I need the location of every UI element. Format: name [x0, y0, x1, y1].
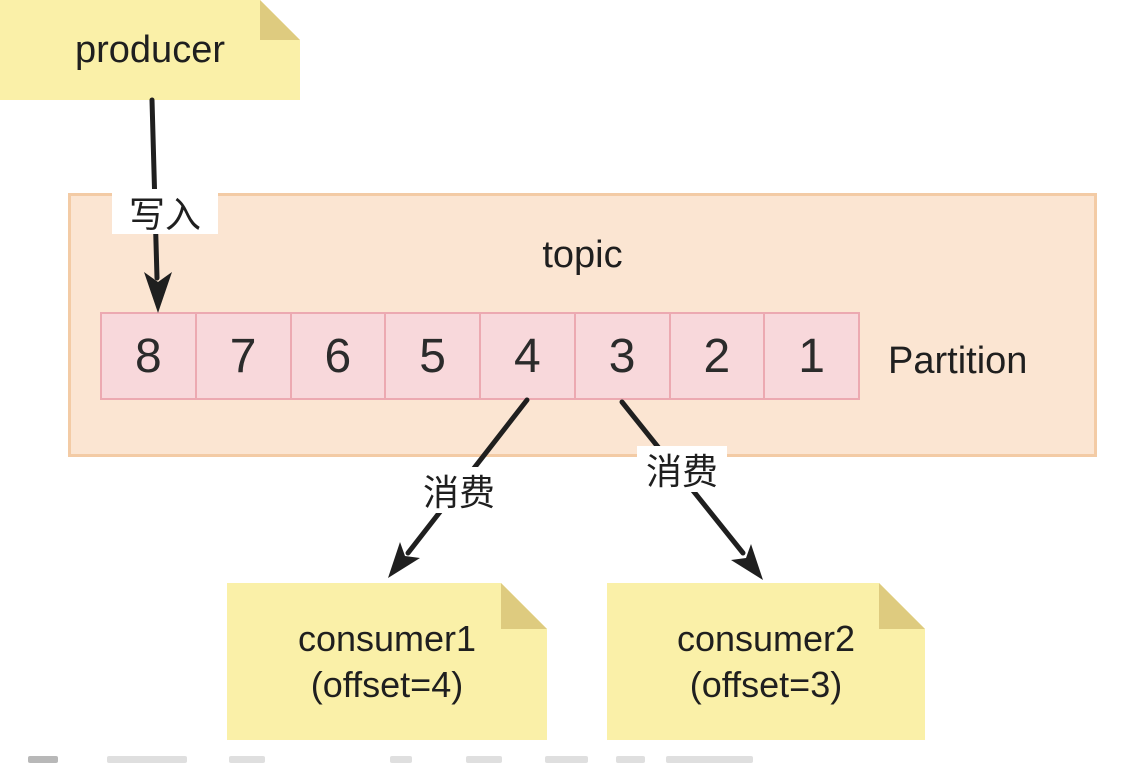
consumer1-name: consumer1: [297, 617, 477, 659]
producer-note: producer: [0, 0, 300, 100]
sticky-note-shape: [607, 583, 925, 740]
sticky-note-shape: [0, 0, 300, 100]
partition-cell: 1: [763, 312, 860, 400]
cutoff-mark: [466, 756, 502, 763]
producer-label: producer: [75, 29, 225, 71]
cutoff-mark: [616, 756, 645, 763]
cutoff-mark: [107, 756, 187, 763]
partition-cell: 7: [194, 312, 292, 400]
partition-cell: 4: [479, 312, 576, 400]
cutoff-mark: [390, 756, 412, 763]
cutoff-mark: [229, 756, 265, 763]
folded-corner-icon: [879, 583, 925, 629]
partition-cell: 8: [100, 312, 197, 400]
folded-corner-icon: [501, 583, 547, 629]
partition-cell: 2: [668, 312, 766, 400]
consume-arrow-left-label: 消费: [414, 467, 504, 513]
partition-cell: 6: [289, 312, 387, 400]
consumer2-note: consumer2 (offset=3): [607, 583, 925, 740]
write-arrow-label: 写入: [112, 189, 218, 235]
consumer2-name: consumer2: [676, 617, 856, 659]
cutoff-mark: [28, 756, 58, 763]
consumer1-note: consumer1 (offset=4): [227, 583, 547, 740]
consumer2-offset: (offset=3): [689, 663, 843, 705]
partition-cell: 5: [384, 312, 481, 400]
cutoff-mark: [545, 756, 588, 763]
cutoff-mark: [666, 756, 753, 763]
consume-arrow-right-label: 消费: [637, 446, 727, 492]
partition-cell: 3: [573, 312, 671, 400]
sticky-note-shape: [227, 583, 547, 740]
partition-label: Partition: [888, 340, 1028, 382]
cutoff-text-remnants: [0, 756, 1124, 766]
partition-cells: 8 7 6 5 4 3 2 1: [100, 312, 860, 400]
consumer1-offset: (offset=4): [310, 663, 464, 705]
topic-title: topic: [542, 234, 623, 276]
folded-corner-icon: [260, 0, 300, 40]
